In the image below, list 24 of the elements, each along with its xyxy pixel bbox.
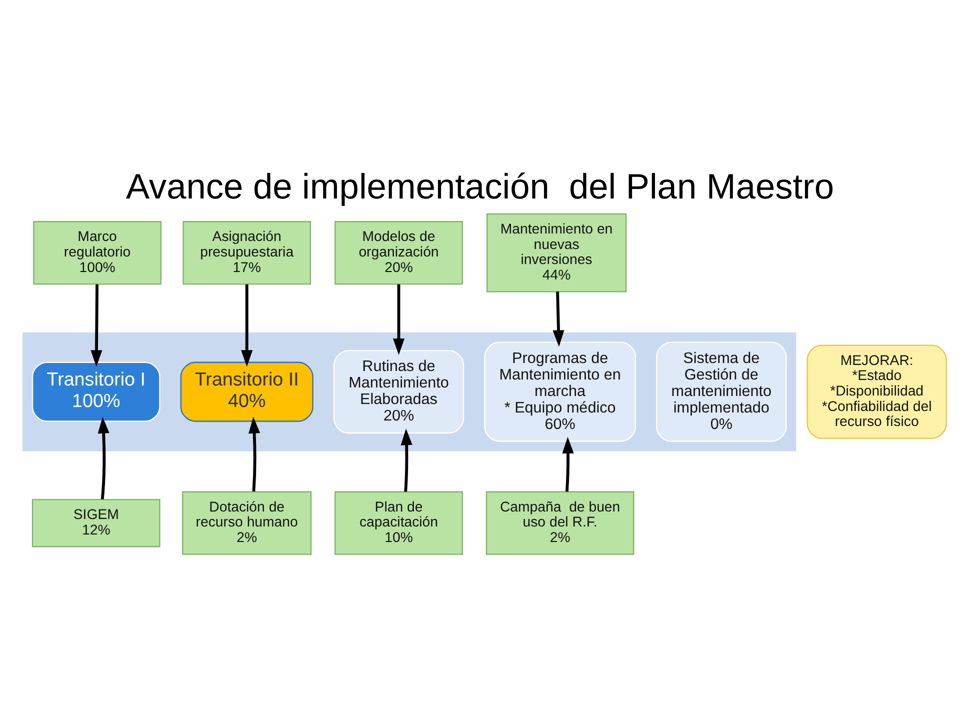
- node-box: MEJORAR: *Estado *Disponibilidad *Confiabilidad del recurso físico: [806, 344, 947, 438]
- node-box: Transitorio I 100%: [32, 361, 160, 422]
- cluster: [22, 332, 796, 451]
- node-box: Plan de capacitación 10%: [334, 490, 463, 554]
- arrow: [248, 416, 260, 492]
- arrow: [552, 291, 564, 346]
- diagram-title: Avance de implementación del Plan Maestro: [126, 167, 834, 206]
- node-box: Campaña de buen uso del R.F. 2%: [486, 490, 634, 554]
- node-box: Sistema de Gestión de mantenimiento implementado 0%: [656, 341, 787, 442]
- node-box: Programas de Mantenimiento en marcha * Equipo médico 60%: [484, 341, 636, 442]
- node-box: Mantenimiento en nuevas inversiones 44%: [486, 212, 627, 292]
- node-box: Dotación de recurso humano 2%: [182, 490, 312, 554]
- node-box: Asignación presupuestaria 17%: [182, 220, 312, 284]
- node-box: SIGEM 12%: [32, 498, 160, 547]
- arrow: [98, 416, 110, 499]
- arrow: [392, 284, 405, 354]
- arrow: [400, 428, 412, 492]
- node-box: Rutinas de Mantenimiento Elaboradas 20%: [333, 350, 464, 434]
- arrow: [90, 284, 102, 366]
- node-box: Modelos de organización 20%: [334, 220, 463, 284]
- arrow: [241, 284, 253, 366]
- node-box: Marco regulatorio 100%: [33, 220, 162, 284]
- arrow: [562, 436, 574, 492]
- node-box: Transitorio II 40%: [180, 361, 314, 422]
